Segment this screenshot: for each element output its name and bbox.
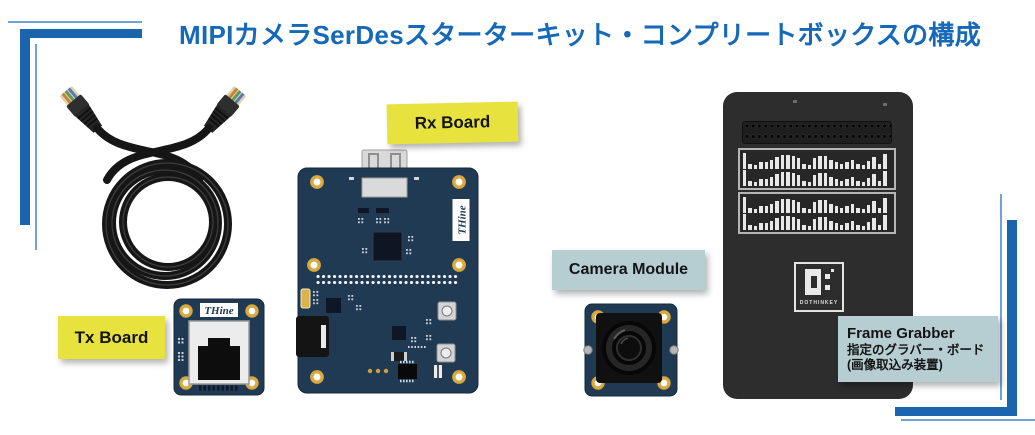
corner-bracket-top-left-vertical bbox=[20, 29, 30, 225]
push-button bbox=[436, 343, 456, 363]
thine-logo: THine bbox=[200, 303, 238, 317]
rx-board-label: Rx Board bbox=[386, 101, 519, 145]
accent-line-top bbox=[8, 21, 142, 23]
side-screw bbox=[669, 345, 679, 355]
accent-line-bottom bbox=[901, 419, 1035, 421]
pin-row bbox=[743, 214, 891, 230]
frame-grabber-label-line2: 指定のグラバー・ボード bbox=[847, 343, 985, 358]
frame-grabber-label-line3: (画像取込み装置) bbox=[847, 357, 943, 372]
tx-board-label: Tx Board bbox=[58, 316, 165, 359]
frame-grabber-label-title: Frame Grabber bbox=[847, 325, 955, 343]
connector-bank bbox=[738, 148, 896, 190]
thine-logo: THine bbox=[452, 199, 470, 241]
pin-socket-connector bbox=[742, 121, 892, 144]
corner-bracket-bottom-right bbox=[895, 407, 1017, 416]
ic-chip bbox=[398, 364, 417, 379]
dothinkey-logo: DOTHINKEY bbox=[794, 262, 844, 312]
ethernet-cable-image bbox=[57, 84, 249, 289]
push-button bbox=[437, 301, 457, 321]
accent-line-right bbox=[1000, 194, 1002, 400]
svg-text:THine: THine bbox=[204, 305, 233, 317]
page-title: MIPIカメラSerDesスターターキット・コンプリートボックスの構成 bbox=[178, 20, 981, 50]
pin-row bbox=[743, 196, 891, 213]
side-screw bbox=[583, 345, 593, 355]
svg-text:THine: THine bbox=[457, 205, 469, 234]
board-mark bbox=[883, 103, 887, 106]
corner-bracket-top-left bbox=[20, 29, 142, 38]
board-mark bbox=[793, 100, 797, 103]
rx-board-image: THine bbox=[296, 149, 479, 394]
accent-line-left bbox=[35, 44, 37, 250]
pin-row bbox=[743, 170, 891, 186]
camera-module-label: Camera Module bbox=[552, 250, 705, 290]
corner-bracket-bottom-right-vertical bbox=[1007, 220, 1017, 416]
mounting-holes bbox=[307, 175, 466, 384]
serdes-chip bbox=[372, 231, 403, 262]
crystal bbox=[300, 288, 311, 309]
dothinkey-logo-text: DOTHINKEY bbox=[799, 300, 839, 306]
rj45-jack-opening bbox=[198, 338, 240, 380]
pcb bbox=[297, 167, 479, 394]
frame-grabber-label: Frame Grabber 指定のグラバー・ボード (画像取込み装置) bbox=[838, 316, 998, 382]
dothinkey-logo-mark bbox=[805, 269, 834, 295]
connector-bank bbox=[738, 192, 896, 234]
pin-row bbox=[743, 152, 891, 169]
camera-module-image bbox=[583, 303, 679, 397]
power-jack bbox=[296, 316, 329, 357]
tx-board-image: THine bbox=[173, 298, 265, 396]
